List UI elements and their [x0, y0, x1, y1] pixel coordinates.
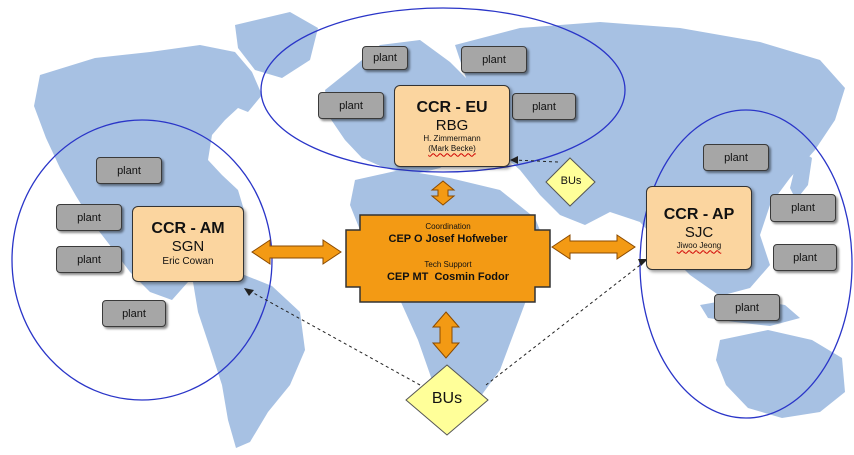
double-arrow-center-ap [551, 234, 636, 260]
ccr-box-eu: CCR - EU RBG H. Zimmermann (Mark Becke) [394, 85, 510, 167]
ccr-am-title: CCR - AM [151, 220, 225, 237]
plant-box-am-2: plant [56, 204, 122, 231]
ccr-eu-person: H. Zimmermann [423, 133, 481, 143]
ccr-ap-person: Jiwoo Jeong [676, 240, 722, 250]
region-ellipse-am [11, 119, 273, 401]
plant-box-am-4: plant [102, 300, 166, 327]
japan-shape [790, 150, 812, 200]
coordination-box-shape [345, 214, 551, 303]
plant-box-ap-3: plant [773, 244, 837, 271]
bus-label-small: BUs [560, 175, 582, 187]
region-ellipse-ap [639, 109, 853, 419]
plant-box-ap-4: plant [714, 294, 780, 321]
coordination-block: Coordination CEP O Josef Hofweber Tech S… [346, 222, 550, 284]
ccr-am-code: SGN [171, 238, 205, 255]
double-arrow-center-bus [431, 311, 461, 359]
ccr-am-person: Eric Cowan [162, 256, 214, 267]
ccr-box-ap: CCR - AP SJC Jiwoo Jeong [646, 186, 752, 270]
plant-box-eu-1: plant [362, 46, 408, 70]
arrowhead-eu [510, 156, 518, 164]
support-label: Tech Support [424, 260, 472, 269]
dashed-line-bus-to-am [247, 289, 421, 386]
plant-box-am-3: plant [56, 246, 122, 273]
support-name: CEP MT Cosmin Fodor [386, 271, 510, 283]
coordination-name: CEP O Josef Hofweber [388, 233, 508, 245]
plant-box-eu-4: plant [512, 93, 576, 120]
double-arrow-am-center [251, 239, 342, 265]
arrowhead-am [244, 288, 254, 296]
plant-box-am-1: plant [96, 157, 162, 184]
plant-box-ap-1: plant [703, 144, 769, 171]
ccr-eu-code: RBG [435, 116, 469, 134]
ccr-box-am: CCR - AM SGN Eric Cowan [132, 206, 244, 282]
bus-diamond-large [405, 364, 489, 436]
dashed-arrowheads [244, 156, 648, 296]
ccr-eu-deputy: (Mark Becke) [428, 143, 476, 153]
dashed-connectors [247, 159, 645, 386]
ccr-eu-title: CCR - EU [416, 98, 488, 116]
bus-diamond-small [545, 157, 596, 207]
plant-box-eu-3: plant [318, 92, 384, 119]
south-america-shape [192, 270, 305, 448]
dashed-line-bus-to-eu [513, 159, 559, 163]
plant-box-ap-2: plant [770, 194, 836, 222]
bus-label-large: BUs [431, 390, 463, 407]
australia-shape [716, 330, 845, 418]
plant-box-eu-2: plant [461, 46, 527, 73]
region-ellipse-eu [260, 7, 626, 173]
ccr-ap-code: SJC [684, 223, 714, 241]
arrowhead-ap [638, 259, 648, 266]
ccr-ap-title: CCR - AP [663, 205, 735, 223]
orange-arrows [251, 180, 636, 359]
double-arrow-eu-center [430, 180, 456, 206]
coordination-label: Coordination [425, 222, 471, 231]
greenland-shape [235, 12, 318, 78]
